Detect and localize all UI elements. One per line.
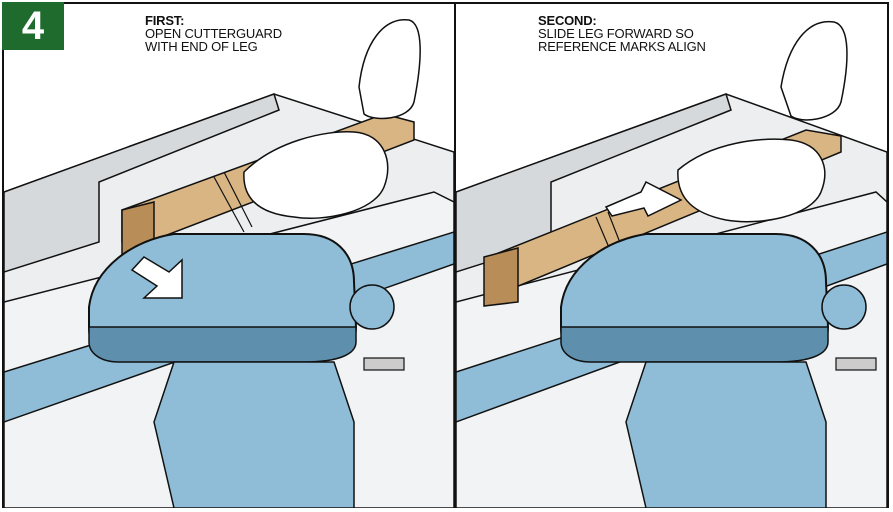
panel-second-illustration [456,2,887,508]
hand-right [359,20,420,119]
step-number-badge: 4 [2,2,64,50]
handle-knob [836,358,876,370]
caption-second: SECOND: SLIDE LEG FORWARD SO REFERENCE M… [538,14,706,53]
caption-first-line-2: WITH END OF LEG [145,40,282,53]
hand-right [781,22,847,120]
caption-first: FIRST: OPEN CUTTERGUARD WITH END OF LEG [145,14,282,53]
guard-base [626,362,826,508]
caption-second-line-2: REFERENCE MARKS ALIGN [538,40,706,53]
panel-first: FIRST: OPEN CUTTERGUARD WITH END OF LEG [4,2,454,508]
guard-pivot [822,285,866,329]
panel-second: SECOND: SLIDE LEG FORWARD SO REFERENCE M… [456,2,887,508]
panel-first-illustration [4,2,454,508]
guard-pivot [350,285,394,329]
wood-leg-end [484,248,518,306]
guard-base [154,362,354,508]
handle-knob [364,358,404,370]
